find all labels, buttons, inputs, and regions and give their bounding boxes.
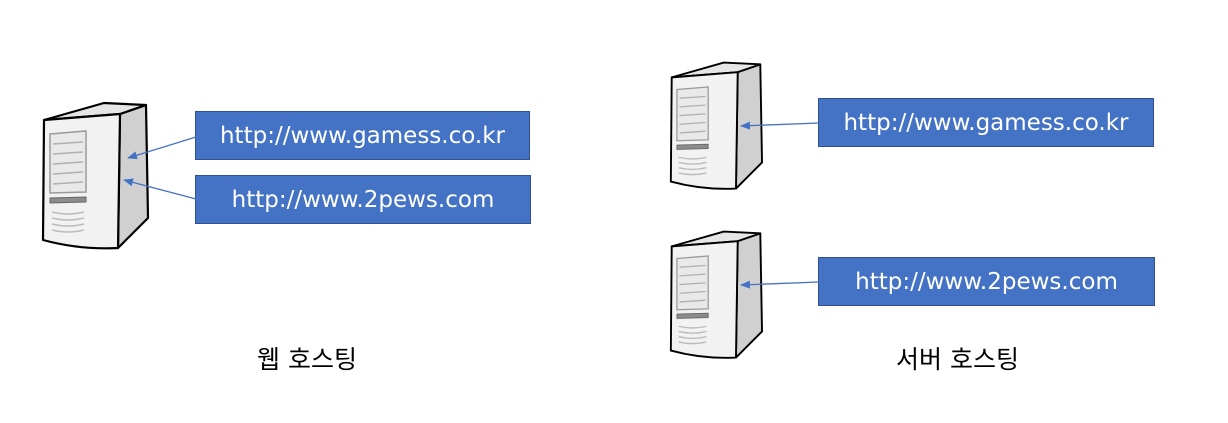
server-hosting-caption: 서버 호스팅 [896,345,1019,374]
web-hosting-caption: 웹 호스팅 [257,345,357,374]
arrow [127,136,197,160]
arrow [740,121,820,130]
url-box-gamess: http://www.gamess.co.kr [195,111,530,160]
url-label: http://www.2pews.com [855,268,1118,295]
url-box-2pews: http://www.2pews.com [195,175,531,224]
url-box-2pews: http://www.2pews.com [818,257,1155,306]
url-label: http://www.gamess.co.kr [843,109,1129,136]
url-box-gamess: http://www.gamess.co.kr [818,98,1154,147]
arrow [123,178,197,200]
url-label: http://www.2pews.com [231,186,495,213]
url-label: http://www.gamess.co.kr [219,122,506,149]
arrow [740,280,820,289]
